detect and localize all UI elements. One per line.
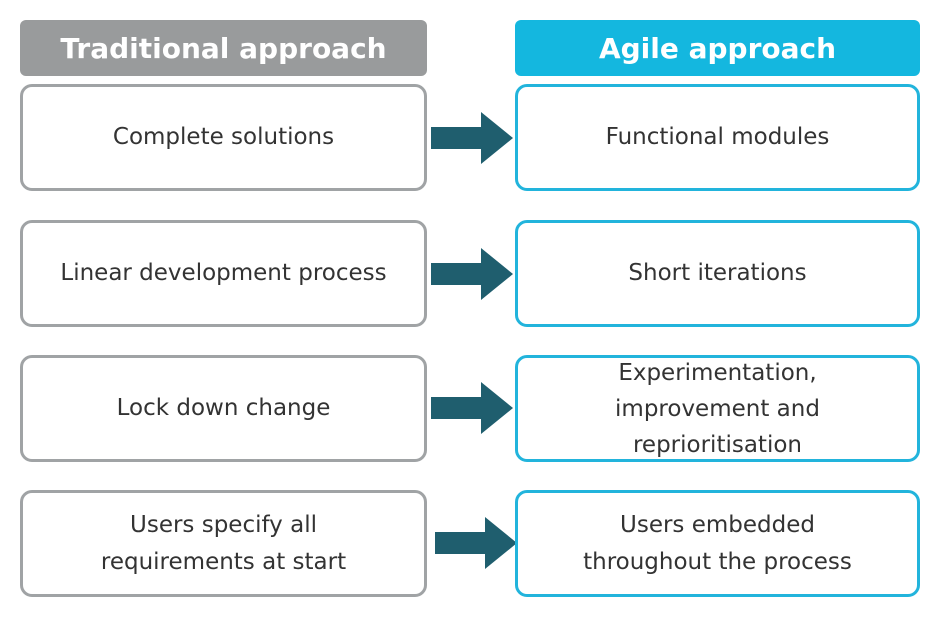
traditional-box-lock-down-change: Lock down change	[20, 355, 427, 462]
agile-box-experimentation: Experimentation, improvement and reprior…	[515, 355, 920, 462]
traditional-box-label: Users specify all requirements at start	[100, 511, 347, 575]
agile-approach-header: Agile approach	[515, 20, 920, 76]
agile-box-functional-modules: Functional modules	[515, 84, 920, 191]
agile-box-short-iterations: Short iterations	[515, 220, 920, 327]
traditional-box-label: Complete solutions	[112, 124, 335, 150]
traditional-box-label: Lock down change	[116, 395, 331, 421]
traditional-approach-header: Traditional approach	[20, 20, 427, 76]
agile-box-label: Functional modules	[605, 124, 830, 150]
right-arrow-icon	[431, 382, 513, 434]
traditional-box-complete-solutions: Complete solutions	[20, 84, 427, 191]
agile-box-users-embedded: Users embedded throughout the process	[515, 490, 920, 597]
traditional-box-label: Linear development process	[60, 260, 387, 286]
right-arrow-icon	[431, 112, 513, 164]
traditional-box-linear-development: Linear development process	[20, 220, 427, 327]
agile-box-label: Experimentation, improvement and reprior…	[615, 359, 820, 458]
agile-box-label: Users embedded throughout the process	[583, 511, 852, 575]
right-arrow-icon	[435, 517, 517, 569]
agile-box-label: Short iterations	[628, 260, 807, 286]
traditional-box-users-specify: Users specify all requirements at start	[20, 490, 427, 597]
right-arrow-icon	[431, 248, 513, 300]
